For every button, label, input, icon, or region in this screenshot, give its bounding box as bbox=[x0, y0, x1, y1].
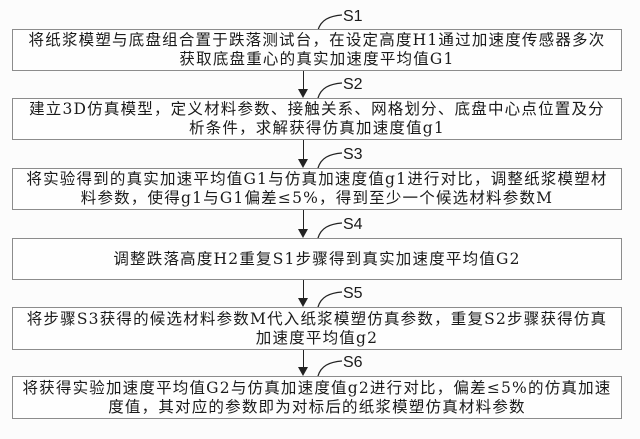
step-box-s5: 将步骤S3获得的候选材料参数M代入纸浆模塑仿真参数，重复S2步骤获得仿真加速度平… bbox=[12, 307, 622, 350]
step-text-s2: 建立3D仿真模型，定义材料参数、接触关系、网格划分、底盘中心点位置及分析条件，求… bbox=[29, 100, 605, 137]
step-label-s5: S5 bbox=[343, 285, 363, 302]
leader-line-s5 bbox=[317, 291, 343, 308]
step-label-s6: S6 bbox=[343, 354, 363, 371]
arrowhead-s4 bbox=[298, 229, 308, 238]
arrow-s5-s6 bbox=[303, 350, 305, 368]
leader-line-s2 bbox=[317, 82, 343, 99]
step-text-s6: 将获得实验加速度平均值G2与仿真加速度值g2进行对比，偏差≤5%的仿真加速度值，… bbox=[22, 378, 612, 416]
arrowhead-s2 bbox=[298, 89, 308, 98]
step-box-s4: 调整跌落高度H2重复S1步骤得到真实加速度平均值G2 bbox=[12, 238, 622, 280]
step-label-s4: S4 bbox=[343, 216, 363, 233]
arrow-s2-s3 bbox=[303, 140, 305, 159]
step-text-s4: 调整跌落高度H2重复S1步骤得到真实加速度平均值G2 bbox=[113, 249, 521, 268]
step-box-s3: 将实验得到的真实加速平均值G1与仿真加速度值g1进行对比，调整纸浆模塑材料参数，… bbox=[12, 168, 622, 210]
step-label-s3: S3 bbox=[343, 146, 363, 163]
arrowhead-s5 bbox=[298, 298, 308, 307]
step-box-s1: 将纸浆模塑与底盘组合置于跌落测试台，在设定高度H1通过加速度传感器多次获取底盘重… bbox=[12, 29, 622, 71]
step-text-s1: 将纸浆模塑与底盘组合置于跌落测试台，在设定高度H1通过加速度传感器多次获取底盘重… bbox=[28, 31, 606, 68]
step-box-s2: 建立3D仿真模型，定义材料参数、接触关系、网格划分、底盘中心点位置及分析条件，求… bbox=[12, 98, 622, 140]
step-label-s2: S2 bbox=[343, 76, 363, 93]
step-text-s5: 将步骤S3获得的候选材料参数M代入纸浆模塑仿真参数，重复S2步骤获得仿真加速度平… bbox=[26, 309, 608, 347]
arrow-s1-s2 bbox=[303, 71, 305, 89]
step-label-s1: S1 bbox=[343, 8, 363, 25]
arrow-s3-s4 bbox=[303, 210, 305, 229]
leader-line-s6 bbox=[317, 360, 343, 377]
arrow-s4-s5 bbox=[303, 280, 305, 298]
leader-line-s4 bbox=[317, 222, 343, 239]
step-box-s6: 将获得实验加速度平均值G2与仿真加速度值g2进行对比，偏差≤5%的仿真加速度值，… bbox=[12, 376, 622, 419]
arrowhead-s3 bbox=[298, 159, 308, 168]
step-text-s3: 将实验得到的真实加速平均值G1与仿真加速度值g1进行对比，调整纸浆模塑材料参数，… bbox=[26, 170, 608, 207]
arrowhead-s6 bbox=[298, 367, 308, 376]
leader-line-s1 bbox=[317, 14, 343, 31]
leader-line-s3 bbox=[317, 152, 343, 169]
